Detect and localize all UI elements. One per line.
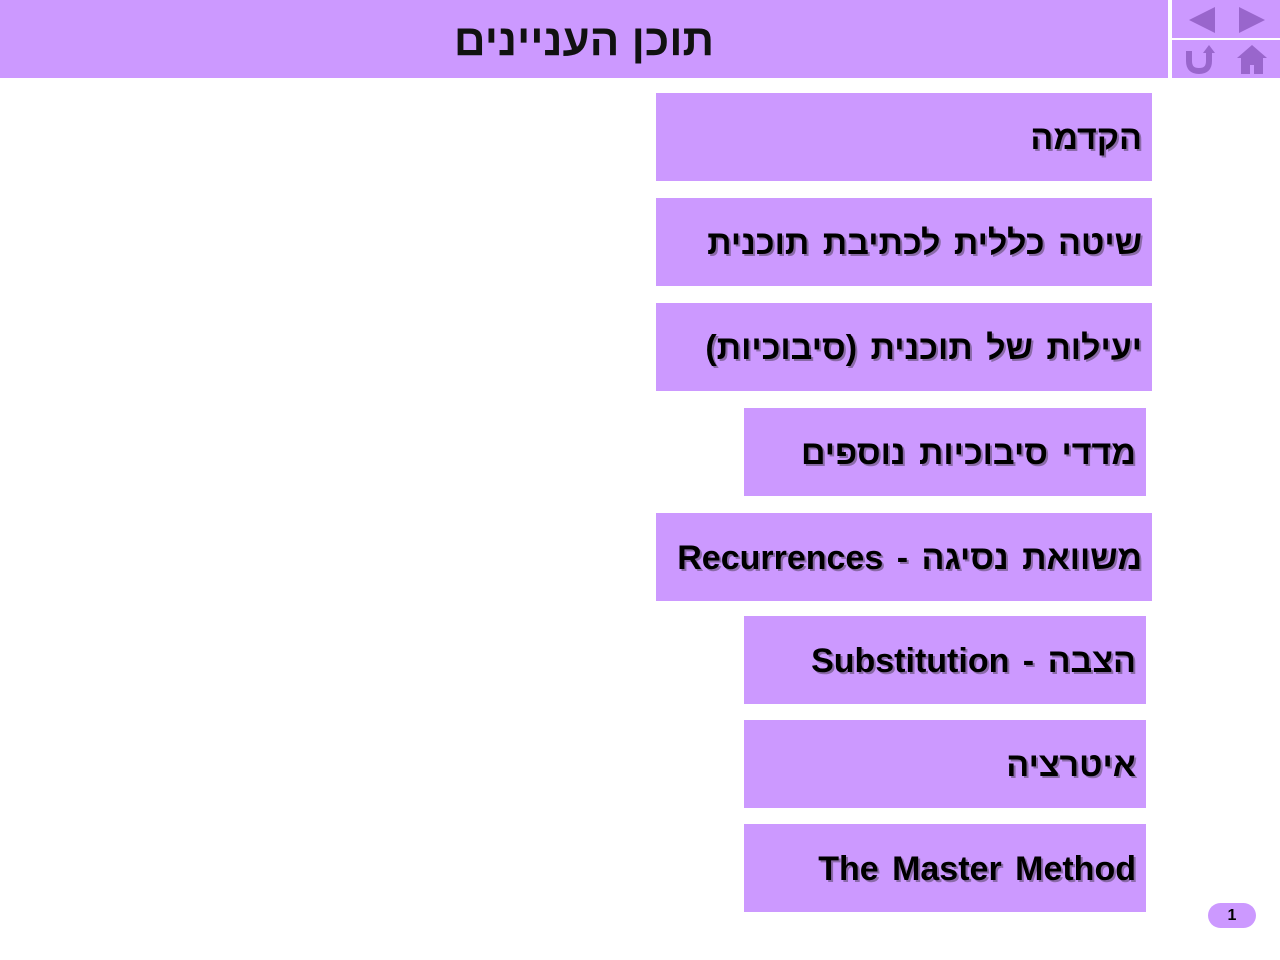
triangle-right-icon bbox=[1239, 7, 1265, 33]
home-button[interactable] bbox=[1232, 42, 1272, 76]
toc-item-label: הקדמה bbox=[1030, 119, 1142, 157]
nav-divider-horizontal bbox=[1170, 38, 1280, 40]
u-turn-return-icon bbox=[1186, 45, 1215, 75]
toc-item-label: איטרציה bbox=[1006, 746, 1136, 784]
back-button[interactable] bbox=[1182, 3, 1222, 37]
triangle-left-icon bbox=[1189, 7, 1215, 33]
toc-item-label: מדדי סיבוכיות נוספים bbox=[800, 434, 1136, 472]
toc-item-label: משוואת נסיגה - Recurrences bbox=[677, 539, 1142, 577]
return-button[interactable] bbox=[1180, 42, 1220, 76]
forward-button[interactable] bbox=[1232, 3, 1272, 37]
page-number-badge: 1 bbox=[1208, 903, 1256, 928]
toc-item-master-method[interactable]: The Master Method bbox=[744, 824, 1146, 912]
home-icon bbox=[1237, 45, 1267, 74]
toc-item-substitution[interactable]: Substitution - הצבה bbox=[744, 616, 1146, 704]
toc-item-efficiency[interactable]: יעילות של תוכנית (סיבוכיות) bbox=[656, 303, 1152, 391]
toc-item-label: שיטה כללית לכתיבת תוכנית bbox=[707, 224, 1142, 262]
title-bar: תוכן העניינים bbox=[0, 0, 1168, 78]
toc-item-introduction[interactable]: הקדמה bbox=[656, 93, 1152, 181]
navigation-panel bbox=[1170, 0, 1280, 78]
toc-item-label: יעילות של תוכנית (סיבוכיות) bbox=[705, 329, 1142, 367]
toc-item-label: Substitution - הצבה bbox=[811, 642, 1136, 680]
toc-item-general-method[interactable]: שיטה כללית לכתיבת תוכנית bbox=[656, 198, 1152, 286]
toc-item-complexity-measures[interactable]: מדדי סיבוכיות נוספים bbox=[744, 408, 1146, 496]
page-title: תוכן העניינים bbox=[453, 16, 715, 65]
toc-item-recurrences[interactable]: משוואת נסיגה - Recurrences bbox=[656, 513, 1152, 601]
toc-item-label: The Master Method bbox=[818, 850, 1136, 888]
toc-item-iteration[interactable]: איטרציה bbox=[744, 720, 1146, 808]
